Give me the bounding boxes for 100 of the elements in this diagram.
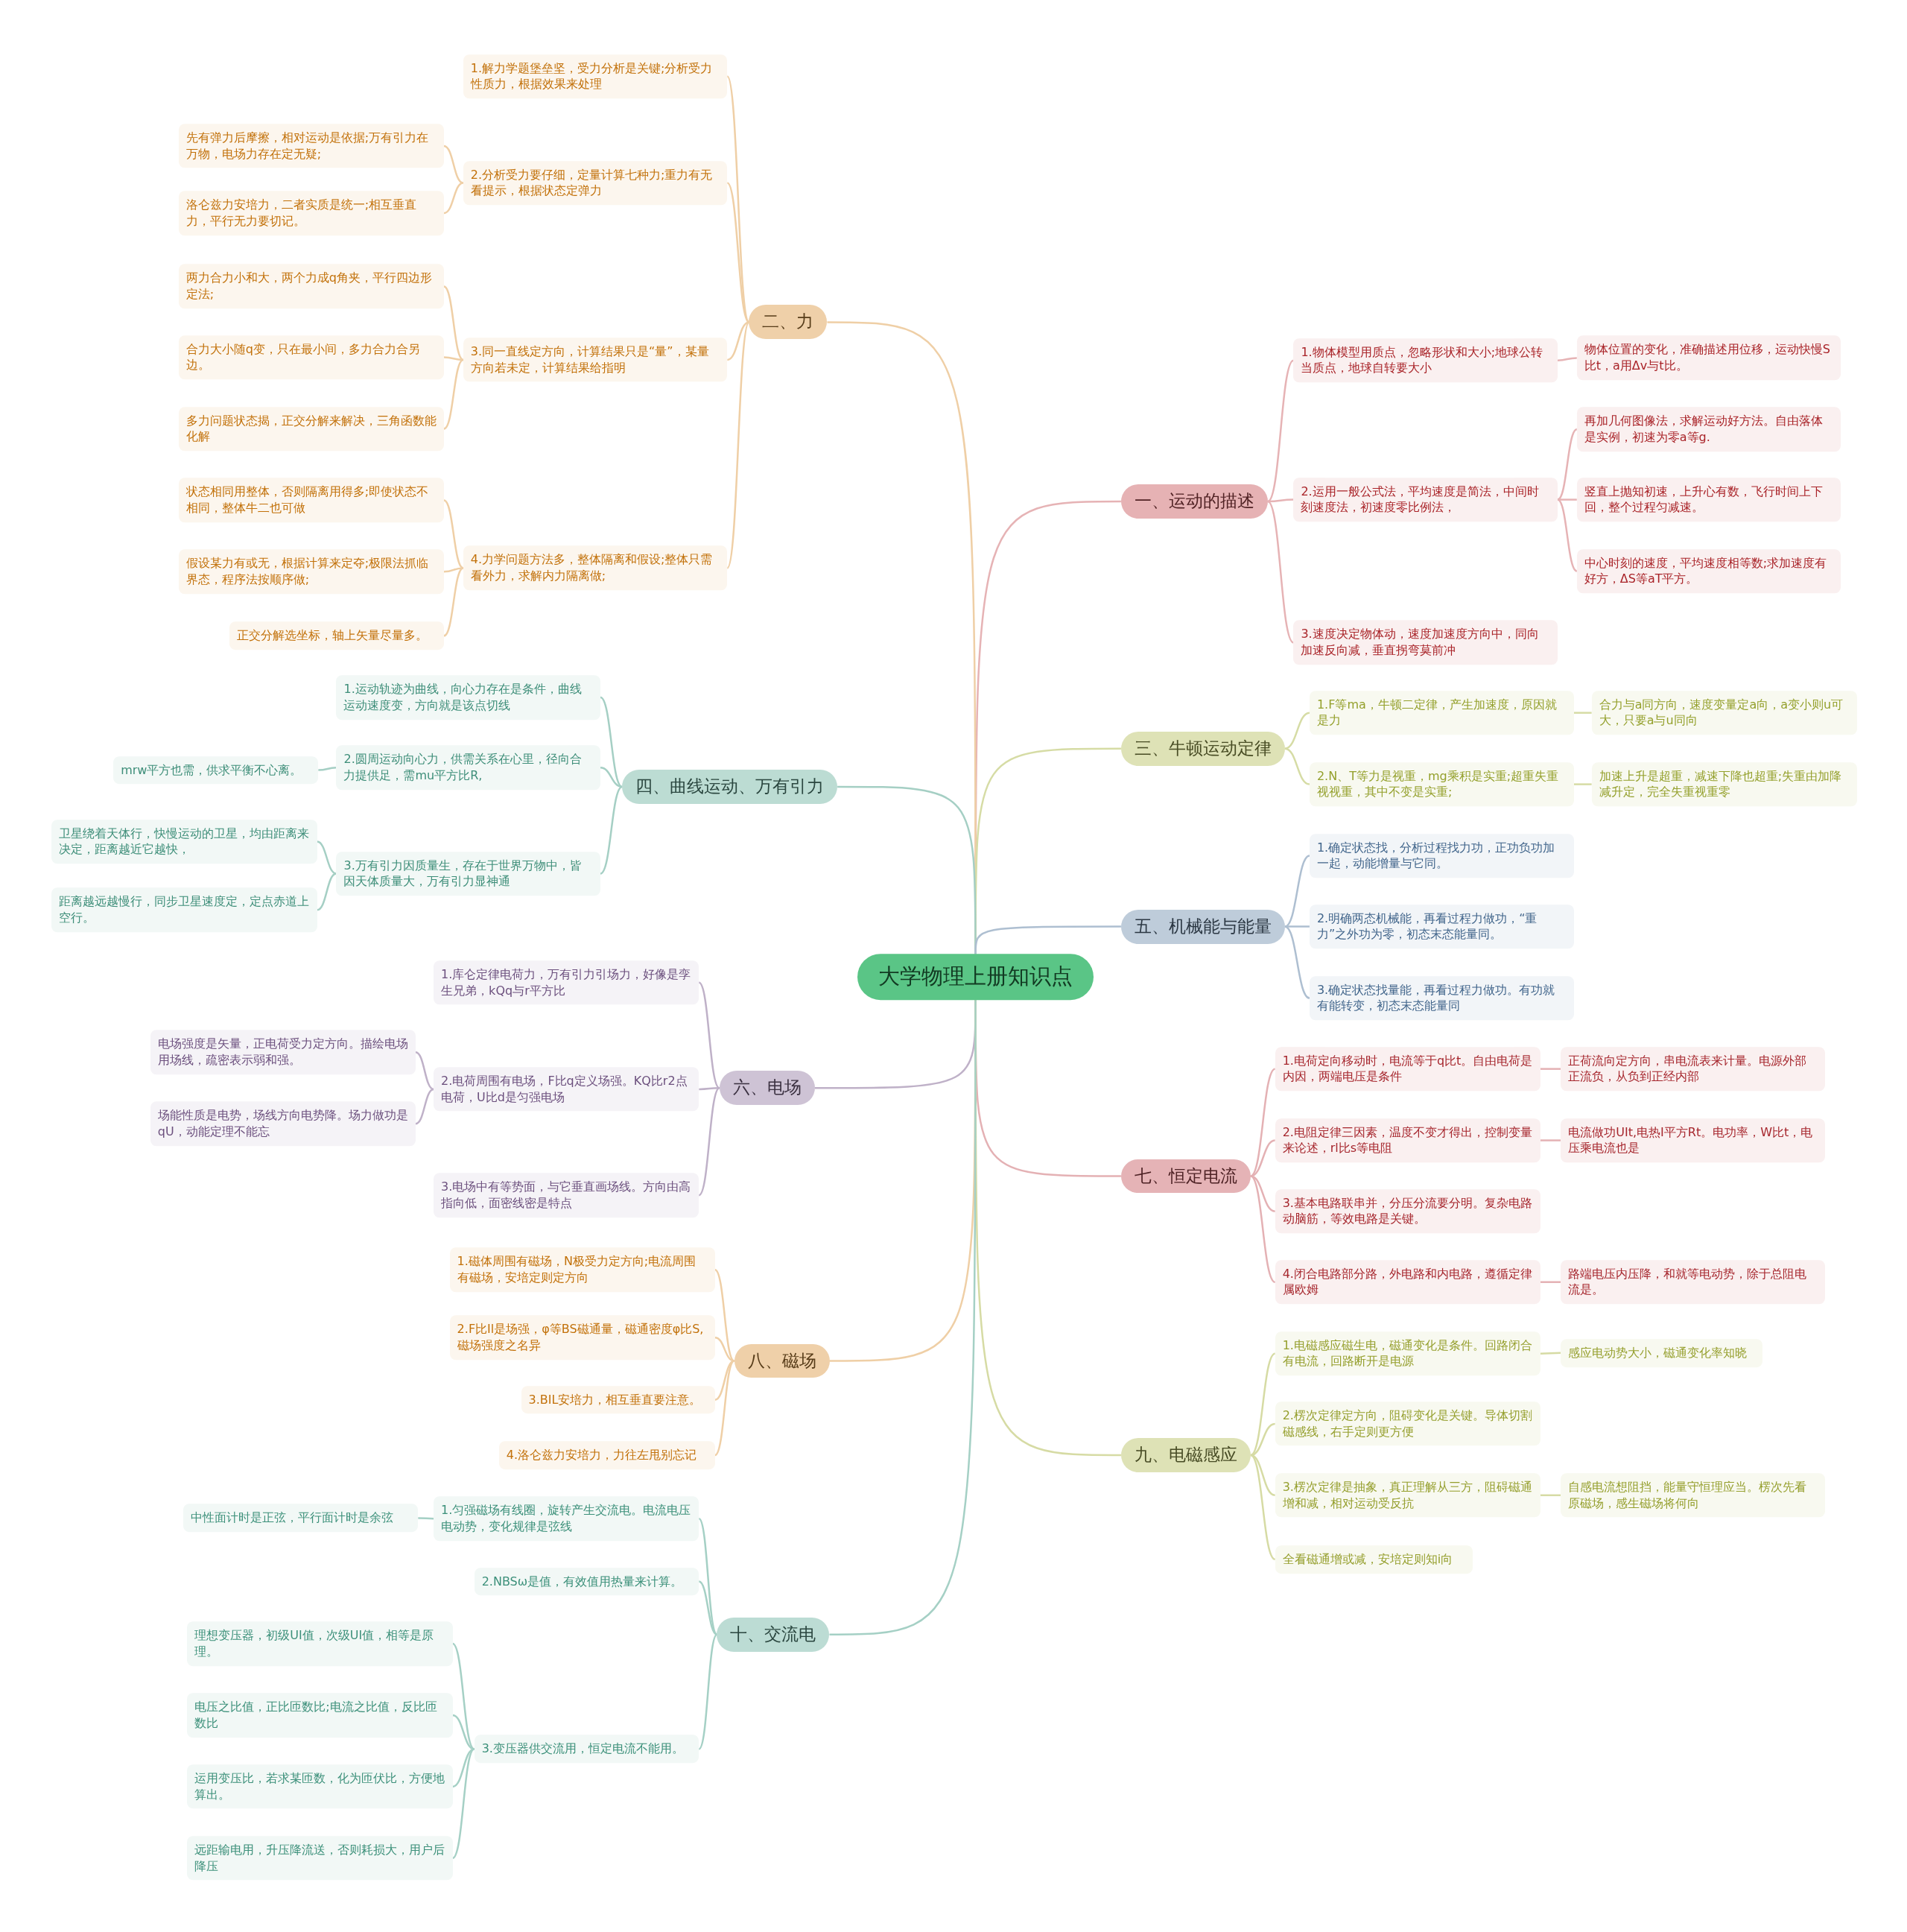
branch-line [1284,925,1310,999]
subtopic-box: 3.楞次定律是抽象，真正理解从三方，阻碍磁通增和减，相对运动受反抗 [1275,1473,1540,1518]
branch-line [714,1360,735,1456]
branch-line [1250,1175,1276,1283]
branch-line [698,1580,718,1635]
branch-line [452,1714,475,1750]
subtopic-box: 理想变压器，初级UI值，次级UI值，相等是原理。 [187,1621,453,1666]
branch-topic: 八、磁场 [734,1343,830,1378]
branch-line [451,1748,475,1859]
subtopic-box: 2.明确两态机械能，再看过程力做功，“重力”之外功为零，初态末态能量同。 [1309,904,1574,949]
subtopic-box: 3.BIL安培力，相互垂直要注意。 [521,1385,715,1414]
subtopic-box: 正荷流向定方向，串电流表来计量。电源外部正流负，从负到正经内部 [1561,1046,1825,1092]
subtopic-box: 4.闭合电路部分路，外电路和内电路，遵循定律属欧姆 [1275,1259,1540,1305]
subtopic-box: 1.电磁感应磁生电，磁通变化是条件。回路闭合有电流，回路断开是电源 [1275,1331,1540,1376]
subtopic-box: 路端电压内压降，和就等电动势，除于总阻电流是。 [1561,1259,1825,1305]
branch-topic: 二、力 [749,305,828,340]
subtopic-box: 加速上升是超重，减速下降也超重;失重由加降减升定，完全失重视重零 [1591,761,1857,807]
subtopic-box: 正交分解选坐标，轴上矢量尽量多。 [229,621,445,650]
branch-line [600,697,623,788]
branch-line [1573,783,1592,785]
branch-line [444,356,463,361]
subtopic-box: 2.圆周运动向心力，供需关系在心里，径向合力提供足，需mu平方比R, [336,745,601,791]
subtopic-box: 3.确定状态找量能，再看过程力做功。有功就有能转变，初态末态能量同 [1309,975,1574,1021]
subtopic-box: 3.变压器供交流用，恒定电流不能用。 [474,1735,699,1764]
subtopic-box: 1.库仑定律电荷力，万有引力引场力，好像是孪生兄弟，kQq与r平方比 [434,960,699,1005]
subtopic-box: 3.基本电路联串并，分压分流要分明。复杂电路动脑筋，等效电路是关键。 [1275,1188,1540,1234]
branch-line [443,567,463,573]
subtopic-box: 2.电荷周围有电场，F比q定义场强。KQ比r2点电荷，U比d是匀强电场 [434,1067,699,1112]
branch-line [317,872,337,911]
branch-line [1250,1454,1275,1496]
subtopic-box: 合力大小随q变，只在最小间，多力合力合另边。 [178,335,444,380]
branch-line [1267,501,1295,644]
subtopic-box: 两力合力小和大，两个力成q角夹，平行四边形定法; [178,264,444,309]
subtopic-box: 距离越远越慢行，同步卫星速度定，定点赤道上空行。 [51,887,317,933]
subtopic-box: 多力问题状态揭，正交分解来解决，三角函数能化解 [178,406,444,452]
subtopic-box: 1.F等ma，牛顿二定律，产生加速度，原因就是力 [1309,690,1574,735]
branch-line [443,358,464,430]
subtopic-box: 3.电场中有等势面，与它垂直画场线。方向由高指向低，面密线密是特点 [434,1173,699,1217]
branch-topic: 一、运动的描述 [1120,484,1268,519]
branch-topic: 七、恒定电流 [1120,1159,1251,1194]
subtopic-box: 3.同一直线定方向，计算结果只是“量”，某量方向若未定，计算结果给指明 [463,338,728,382]
branch-line [974,925,1121,954]
branch-line [418,1517,434,1520]
branch-line [600,785,623,875]
subtopic-box: 场能性质是电势，场线方向电势降。场力做功是qU，动能定理不能忘 [150,1101,416,1146]
subtopic-box: 全看磁通增或减，安培定则知i向 [1275,1545,1473,1574]
subtopic-box: 2.运用一般公式法，平均速度是简法，中间时刻速度法，初速度零比例法， [1293,477,1558,522]
subtopic-box: 2.N、T等力是视重，mg乘积是实重;超重失重视视重，其中不变是实重; [1309,761,1574,807]
branch-line [1267,498,1294,503]
subtopic-box: 先有弹力后摩擦，相对运动是依据;万有引力在万物，电场力存在定无疑; [178,124,444,168]
branch-topic: 六、电场 [719,1071,815,1106]
branch-line [714,1336,734,1362]
branch-line [699,1087,720,1091]
subtopic-box: 竖直上抛知初速，上升心有数，飞行时间上下回，整个过程匀减速。 [1576,477,1841,522]
branch-topic: 五、机械能与能量 [1120,909,1285,944]
branch-line [1250,1068,1276,1177]
branch-line [1250,1454,1276,1560]
subtopic-box: 1.解力学题堡垒坚，受力分析是关键;分析受力性质力，根据效果来处理 [463,54,728,99]
subtopic-box: 运用变压比，若求某匝数，化为匝伏比，方便地算出。 [187,1764,453,1809]
branch-line [1284,712,1310,750]
subtopic-box: 电流做功UIt,电热I平方Rt。电功率，W比t，电压乘电流也是 [1561,1118,1825,1163]
branch-line [318,767,337,771]
subtopic-box: 1.运动轨迹为曲线，向心力存在是条件，曲线运动速度变，方向就是该点切线 [336,675,601,720]
branch-line [829,1000,977,1635]
subtopic-box: 4.洛仑兹力安培力，力往左甩别忘记 [498,1441,715,1469]
branch-line [1284,855,1310,928]
subtopic-box: 远距输电用，升压降流送，否则耗损大，用户后降压 [187,1836,453,1881]
subtopic-box: 1.物体模型用质点，忽略形状和大小;地球公转当质点，地球自转要大小 [1293,338,1558,383]
subtopic-box: 1.磁体周围有磁场，N极受力定方向;电流周围有磁场，安培定则定方向 [449,1247,715,1292]
branch-line [1284,747,1310,785]
branch-topic: 十、交流电 [717,1617,830,1652]
branch-line [317,840,337,875]
subtopic-box: 感应电动势大小，磁通变化率知晓 [1561,1338,1762,1367]
branch-line [1557,498,1578,572]
subtopic-box: 2.电阻定律三因素，温度不变才得出，控制变量来论述，rl比s等电阻 [1275,1118,1540,1163]
branch-line [698,981,720,1089]
subtopic-box: 洛仑兹力安培力，二者实质是统一;相互垂直力，平行无力要切记。 [178,191,444,235]
branch-line [1267,359,1295,502]
branch-topic: 九、电磁感应 [1120,1438,1251,1472]
branch-line [443,145,464,184]
branch-line [1540,1281,1561,1283]
branch-topic: 四、曲线运动、万有引力 [622,769,838,804]
subtopic-box: 中心时刻的速度，平均速度相等数;求加速度有好方，ΔS等aT平方。 [1576,548,1841,594]
branch-line [1558,498,1577,501]
subtopic-box: 再加几何图像法，求解运动好方法。自由落体是实例，初速为零a等g. [1576,407,1841,452]
branch-line [1540,1352,1561,1355]
subtopic-box: 1.电荷定向移动时，电流等于q比t。自由电荷是内因，两端电压是条件 [1275,1046,1540,1092]
subtopic-box: 2.NBSω是值，有效值用热量来计算。 [474,1567,699,1596]
subtopic-box: 卫星绕着天体行，快慢运动的卫星，均由距离来决定，距离越近它越快， [51,819,317,864]
branch-line [415,1088,434,1125]
subtopic-box: 4.力学问题方法多，整体隔离和假设;整体只需看外力，求解内力隔离做; [463,545,728,591]
branch-line [1250,1422,1275,1457]
subtopic-box: 2.楞次定律定方向，阻碍变化是关键。导体切割磁感线，右手定则更方便 [1275,1402,1540,1446]
branch-line [698,1633,718,1750]
subtopic-box: 3.速度决定物体动，速度加速度方向中，同向加速反向减，垂直拐弯莫前冲 [1293,620,1558,665]
branch-line [1540,1068,1561,1070]
branch-line [1558,357,1577,361]
branch-line [1573,712,1592,714]
branch-line [1250,1352,1276,1457]
subtopic-box: 电压之比值，正比匝数比;电流之比值，反比匝数比 [187,1693,453,1738]
